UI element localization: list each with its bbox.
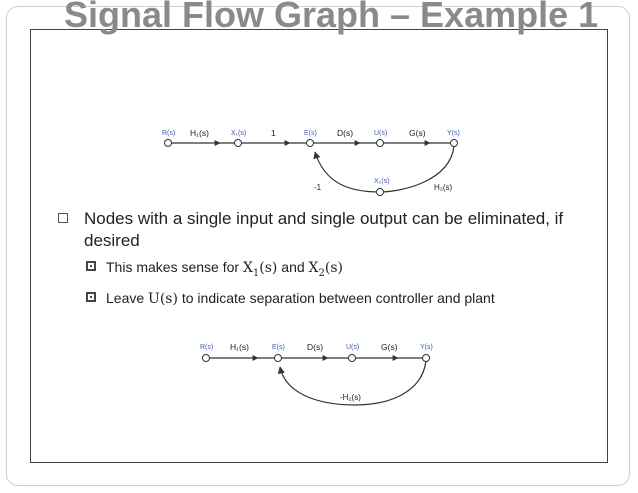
node-label: X₁(s) bbox=[231, 130, 246, 137]
branch-gain: H₂(s) bbox=[434, 183, 453, 192]
hollow-square-bullet-icon bbox=[58, 213, 68, 223]
feedback-branch bbox=[277, 360, 427, 406]
node-label: E(s) bbox=[272, 344, 285, 351]
branch-gain: D(s) bbox=[337, 128, 353, 138]
signal-flow-graph-reduced: R(s) E(s) U(s) Y(s) H₁(s) D(s) G(s) -H₂(… bbox=[200, 342, 433, 406]
node-u bbox=[348, 354, 356, 362]
branch-gain: -1 bbox=[314, 183, 322, 192]
slide-frame bbox=[6, 6, 630, 486]
math-x1: X1(s) bbox=[242, 260, 278, 279]
bullet-sub-2: Leave U(s) to indicate separation betwee… bbox=[58, 289, 603, 308]
node-x1 bbox=[234, 139, 242, 147]
branch-gain: H₁(s) bbox=[190, 128, 209, 138]
node-y bbox=[422, 354, 430, 362]
square-bullet-icon bbox=[86, 261, 96, 271]
node-label: R(s) bbox=[200, 344, 213, 351]
signal-flow-graph-original: R(s) X₁(s) E(s) U(s) Y(s) X₂(s) H₁(s) 1 … bbox=[162, 128, 460, 196]
node-x2 bbox=[376, 188, 384, 196]
branch-gain: G(s) bbox=[409, 128, 426, 138]
bullet-list: Nodes with a single input and single out… bbox=[58, 208, 603, 308]
branch-gain: 1 bbox=[271, 128, 276, 138]
branch-gain: D(s) bbox=[307, 342, 323, 352]
node-label: Y(s) bbox=[420, 344, 433, 351]
node-label: U(s) bbox=[346, 344, 359, 351]
node-e bbox=[274, 354, 282, 362]
content-box bbox=[30, 29, 608, 463]
bullet-sub-1: This makes sense for X1(s) and X2(s) bbox=[58, 258, 603, 283]
node-r bbox=[164, 139, 172, 147]
node-r bbox=[202, 354, 210, 362]
branch-gain: H₁(s) bbox=[230, 342, 249, 352]
node-u bbox=[376, 139, 384, 147]
bullet-main: Nodes with a single input and single out… bbox=[58, 208, 603, 252]
node-label: X₂(s) bbox=[374, 178, 390, 185]
node-label: Y(s) bbox=[447, 130, 460, 137]
node-label: R(s) bbox=[162, 130, 175, 137]
node-label: U(s) bbox=[374, 130, 387, 137]
node-e bbox=[306, 139, 314, 147]
math-u: U(s) bbox=[148, 290, 178, 307]
branch-gain: G(s) bbox=[381, 342, 398, 352]
node-label: E(s) bbox=[304, 130, 317, 137]
node-y bbox=[450, 139, 458, 147]
square-bullet-icon bbox=[86, 291, 96, 302]
math-x2: X2(s) bbox=[308, 260, 343, 279]
branch-gain: -H₂(s) bbox=[340, 393, 361, 402]
slide-title: Signal Flow Graph – Example 1 bbox=[64, 0, 599, 35]
